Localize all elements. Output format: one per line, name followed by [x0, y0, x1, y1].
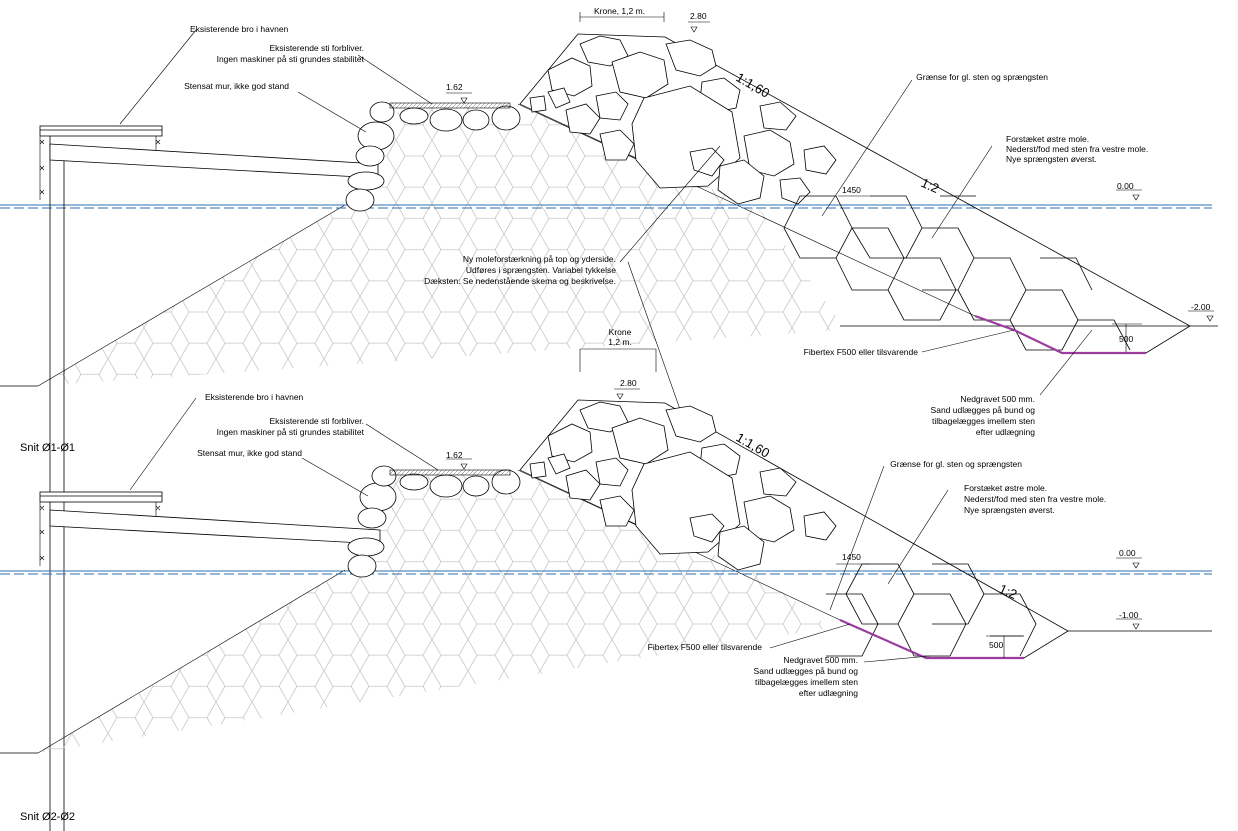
section-2-boundary-label: Grænse for gl. sten og sprængsten	[890, 459, 1022, 469]
section-2-crown-dim	[579, 348, 657, 372]
section-1-boundary-label: Grænse for gl. sten og sprængsten	[916, 72, 1048, 82]
section-1-crown-dim	[579, 12, 665, 22]
section-2-core-hatch	[38, 470, 830, 753]
section-2-fibertex-label: Fibertex F500 eller tilsvarende	[648, 642, 763, 652]
section-2: Eksisterende bro i havnen Eksisterende s…	[0, 327, 1212, 823]
section-1-crown-level: 2.80	[690, 11, 707, 21]
section-2-leaders	[129, 397, 949, 663]
section-1-new-label-1: Ny moleforstærkning på top og yderside.	[463, 254, 616, 264]
section-1-new-label-3: Dæksten: Se nedenstående skema og beskri…	[424, 276, 616, 286]
section-2-fibertex-line	[839, 618, 1024, 660]
section-1-reinforced-label-2: Nederst/fod med sten fra vestre mole.	[1006, 144, 1148, 154]
section-2-slope-lower: 1:2	[997, 581, 1020, 602]
section-1-reinforced-label-3: Nye sprængsten øverst.	[1006, 154, 1097, 164]
section-2-old-slope-left	[37, 569, 346, 754]
section-1-wall-stones	[345, 101, 521, 212]
section-2-bridge	[39, 491, 381, 566]
section-1-bridge-label: Eksisterende bro i havnen	[190, 24, 289, 34]
section-2-crown-level: 2.80	[620, 378, 637, 388]
section-1-slope-upper: 1:1,60	[734, 70, 773, 101]
section-2-toe-stones	[826, 563, 1037, 657]
section-2-dug-label-1: Nedgravet 500 mm.	[783, 655, 858, 665]
section-2-armour-stones	[529, 401, 837, 571]
section-2-wall-label: Stensat mur, ikke god stand	[197, 448, 302, 458]
section-2-crown-label-1: Krone	[609, 327, 632, 337]
section-1-armour-stones	[529, 35, 837, 205]
section-1-wall-label: Stensat mur, ikke god stand	[184, 81, 289, 91]
section-2-bottom-level: -1.00	[1119, 610, 1139, 620]
section-2-reinforced-label-1: Forstæket østre mole.	[964, 483, 1047, 493]
section-2-reinforced-label-2: Nederst/fod med sten fra vestre mole.	[964, 494, 1106, 504]
section-1-water-level: 0.00	[1117, 181, 1134, 191]
section-2-dug-label-3: tilbagelægges imellem sten	[755, 677, 858, 687]
section-1-level-markers	[446, 21, 1214, 322]
section-2-title: Snit Ø2-Ø2	[20, 811, 75, 823]
section-1-reinforced-label-1: Forstæket østre mole.	[1006, 134, 1089, 144]
section-2-dug-label-4: efter udlægning	[799, 688, 858, 698]
section-1-dim-depth: 500	[1119, 334, 1133, 344]
section-1-dug-label-2: Sand udlægges på bund og	[931, 405, 1036, 415]
section-2-dim-depth: 500	[989, 640, 1003, 650]
section-1-new-label-2: Udføres i sprængsten. Variabel tykkelse	[466, 265, 616, 275]
section-1-path-label-2: Ingen maskiner på sti grundes stabilitet	[217, 54, 365, 64]
section-2-bridge-label: Eksisterende bro i havnen	[205, 392, 304, 402]
section-1-slope-lower: 1:2	[919, 175, 942, 196]
section-1-path-label-1: Eksisterende sti forbliver.	[270, 43, 364, 53]
section-2-path-level: 1.62	[446, 450, 463, 460]
section-1-leaders	[119, 29, 1093, 433]
section-1-dug-label-1: Nedgravet 500 mm.	[960, 394, 1035, 404]
section-2-inner-dims	[836, 563, 1022, 658]
section-1-old-slope-left	[37, 204, 346, 387]
section-1-inner-dims	[838, 195, 1142, 352]
section-2-water-level: 0.00	[1119, 548, 1136, 558]
section-1-old-slope-right	[519, 103, 976, 317]
section-1-title: Snit Ø1-Ø1	[20, 442, 75, 454]
section-1-path-level: 1.62	[446, 82, 463, 92]
section-1-bottom-level: -2.00	[1191, 302, 1211, 312]
section-1-crown-label: Krone, 1,2 m.	[594, 6, 645, 16]
section-1-fibertex-label: Fibertex F500 eller tilsvarende	[804, 347, 919, 357]
section-2-dug-label-2: Sand udlægges på bund og	[754, 666, 859, 676]
section-1-dug-label-4: efter udlægning	[976, 427, 1035, 437]
section-2-reinforced-label-3: Nye sprængsten øverst.	[964, 505, 1055, 515]
section-1-dim-width: 1450	[842, 185, 861, 195]
section-2-level-markers	[446, 388, 1142, 630]
section-1-dug-label-3: tilbagelægges imellem sten	[932, 416, 1035, 426]
section-1-core-hatch	[38, 104, 840, 386]
section-2-wall-stones	[347, 465, 521, 578]
section-1: Eksisterende bro i havnen Eksisterende s…	[0, 6, 1218, 831]
section-2-crown-label-2: 1,2 m.	[608, 337, 632, 347]
section-1-toe-stones	[783, 195, 1131, 351]
section-2-dim-width: 1450	[842, 552, 861, 562]
section-2-path-label-2: Ingen maskiner på sti grundes stabilitet	[217, 427, 365, 437]
section-1-fibertex-line	[974, 314, 1146, 355]
section-2-path-label-1: Eksisterende sti forbliver.	[270, 416, 364, 426]
